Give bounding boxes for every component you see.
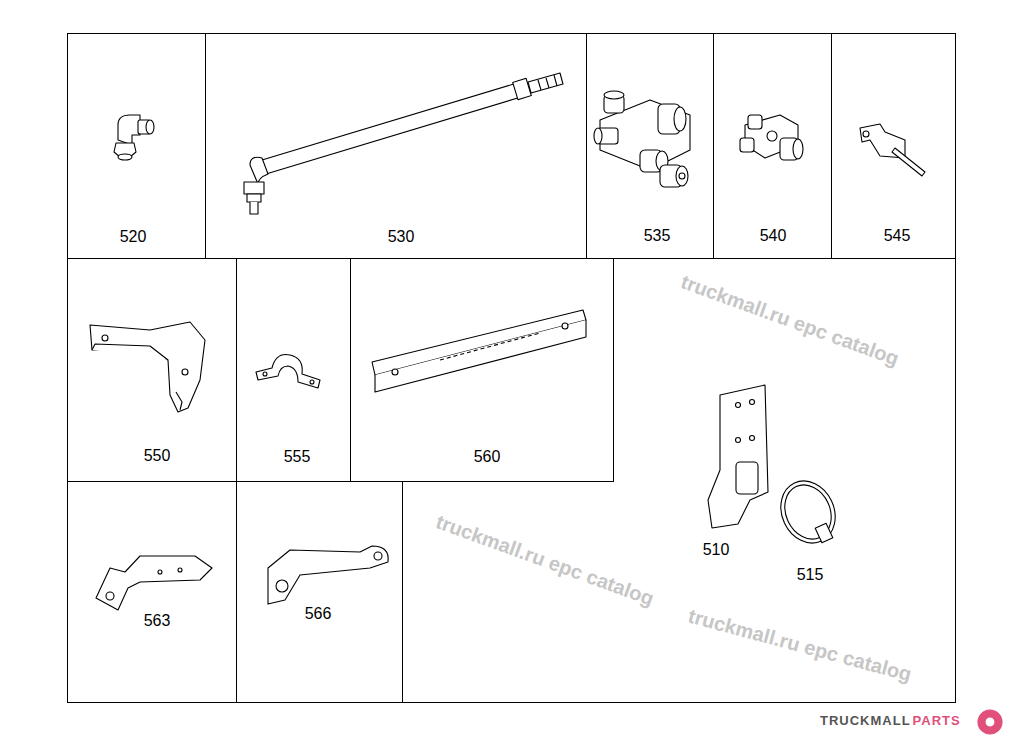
part-cell: 535: [586, 33, 714, 259]
angle-bracket: [96, 556, 212, 610]
callout-number: 545: [884, 227, 911, 245]
logo-text: PARTS: [913, 714, 961, 728]
callout-number: 535: [644, 227, 671, 245]
support-rail: [372, 310, 586, 392]
callout-number: 510: [703, 541, 730, 559]
pipe-clamp: [256, 355, 320, 388]
logo-text: TRUCKMALL: [820, 714, 911, 728]
part-cell: 566: [236, 481, 403, 703]
elbow-fitting: [114, 115, 154, 160]
valve-block: [594, 91, 690, 187]
callout-number: 520: [120, 228, 147, 246]
part-cell: 540: [713, 33, 832, 259]
callout-number: 560: [474, 448, 501, 466]
parts-frame: 510 515 520 530 535 540 545 550 555 560 563 566: [67, 33, 956, 703]
watermark: truckmall.ru epc catalog: [686, 605, 914, 686]
callout-number: 515: [797, 566, 824, 584]
support-bracket: [708, 385, 768, 528]
hose-clamp: [771, 472, 845, 552]
part-cell: 560: [350, 258, 614, 482]
logo-gear: [978, 710, 1002, 734]
callout-number: 563: [144, 612, 171, 630]
plate-bracket: [268, 546, 388, 604]
hose-assembly: [244, 73, 563, 214]
part-cell: 555: [236, 258, 351, 482]
watermark: truckmall.ru epc catalog: [678, 270, 902, 369]
part-cell: 563: [67, 481, 237, 703]
watermark: truckmall.ru epc catalog: [433, 510, 657, 609]
callout-number: 550: [144, 447, 171, 465]
part-cell: 530: [205, 33, 587, 259]
callout-number: 530: [388, 228, 415, 246]
part-cell: 545: [831, 33, 956, 259]
callout-number: 555: [284, 448, 311, 466]
bracket-with-pin: [860, 124, 925, 176]
mounting-bracket: [90, 322, 205, 412]
callout-number: 540: [760, 227, 787, 245]
part-cell: 520: [67, 33, 206, 259]
part-cell: 550: [67, 258, 237, 482]
check-valve: [740, 115, 803, 160]
callout-number: 566: [305, 605, 332, 623]
